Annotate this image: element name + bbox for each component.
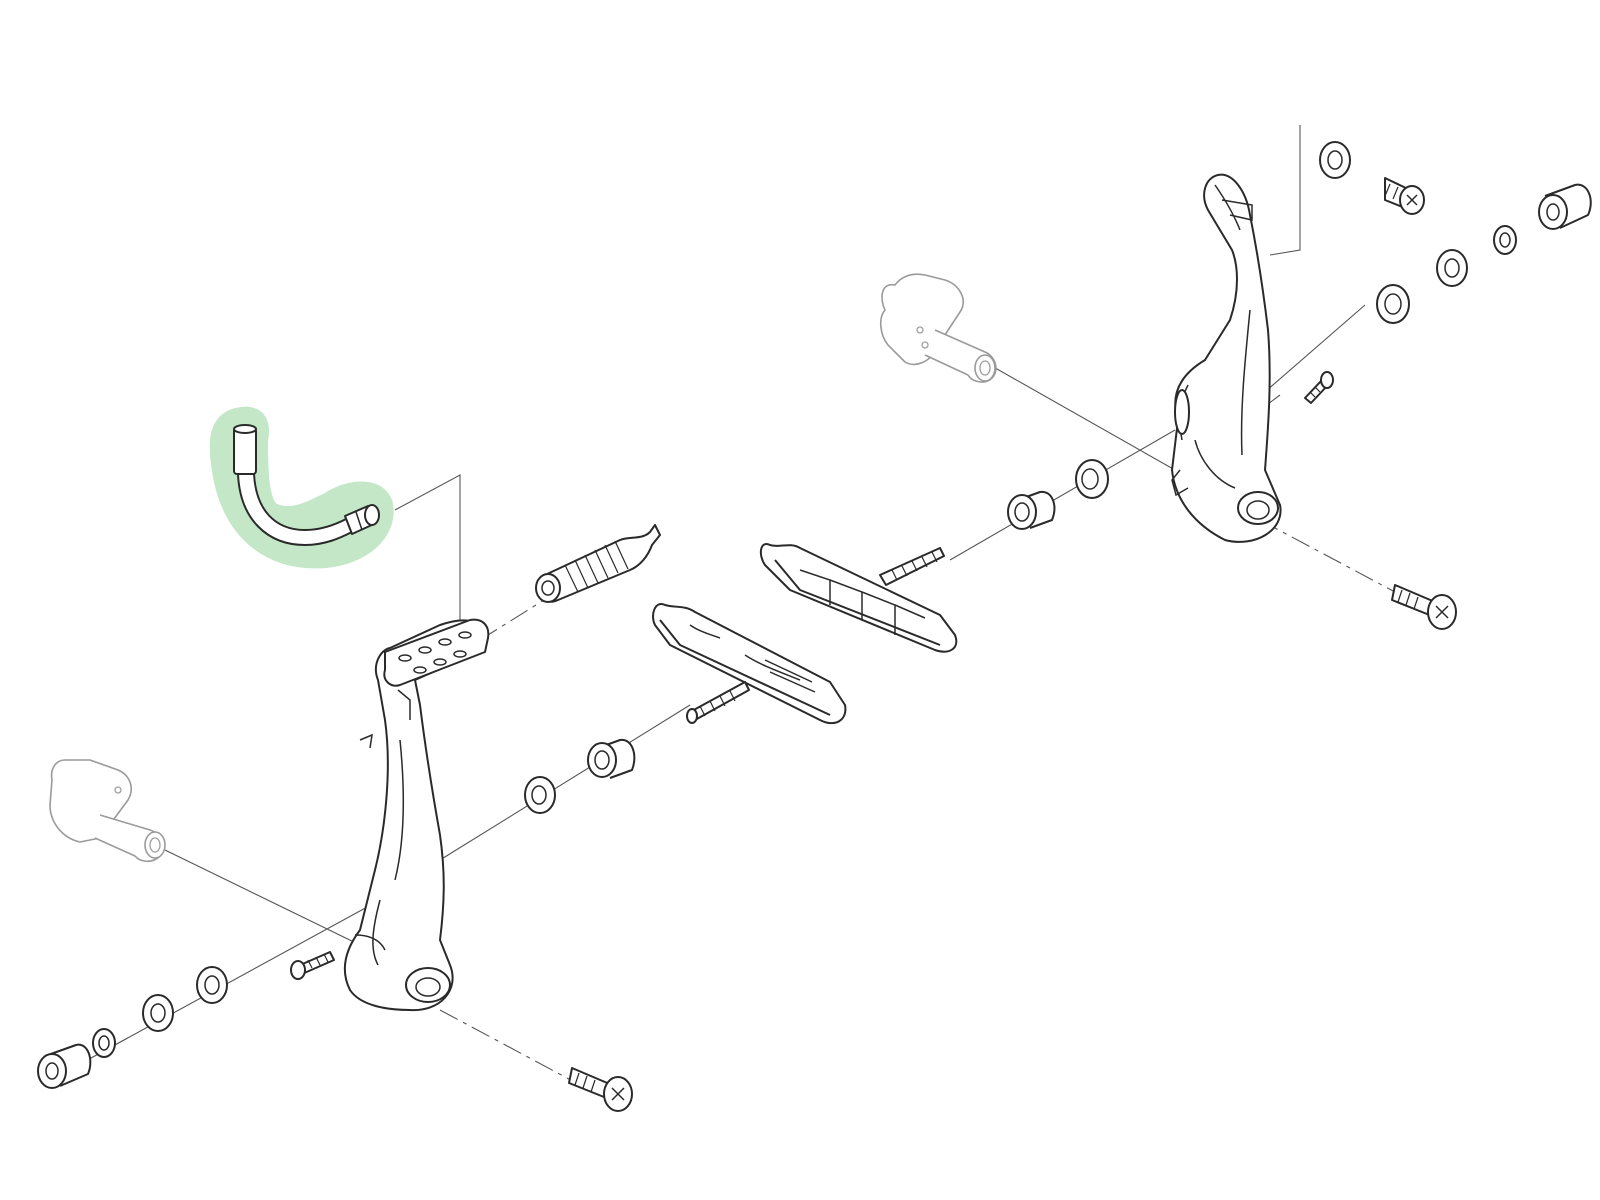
axis-right-shoe [949,429,1176,561]
right-frame-boss [879,273,997,383]
tension-screw-left [290,951,335,980]
washer-left-c [92,1028,116,1058]
mounting-bolts [568,177,1457,1112]
left-frame-boss [49,759,166,863]
axis-right-boss [989,364,1176,471]
axis-noodle [394,474,461,620]
cable-boot [535,524,661,603]
cable-noodle[interactable] [209,406,394,569]
rear-brake-shoe [759,543,958,653]
washer-left-a [196,966,228,1004]
spacer-left-1 [587,738,636,779]
spacers [524,459,1109,814]
assembly-axis-lines [59,125,1411,1086]
bolt-top-right [1384,177,1425,215]
axis-right-bolt [1259,519,1411,601]
spacer-right-2 [1075,459,1109,499]
bolt-right-bottom [1391,584,1457,630]
axis-left-boss [164,849,361,946]
spacer-right-1 [1007,490,1056,530]
washer-right-b [1436,249,1468,287]
cap-nut-right [1538,183,1592,230]
washer-left-b [142,994,174,1032]
front-brake-shoe [652,603,847,725]
washer-right-top [1319,141,1351,179]
right-brake-arm [1171,173,1282,543]
washer-right-a [1376,284,1410,324]
cap-nut-left [37,1043,92,1089]
axis-left-shoe [439,704,691,861]
shoe-nuts [37,183,1592,1089]
washer-right-c [1493,225,1517,255]
left-brake-arm [343,618,490,1012]
noodle-tip [233,427,257,475]
bolt-left-bottom [568,1067,633,1112]
washers [92,141,1517,1058]
axis-top-right [1269,125,1301,256]
tension-screw-right [1304,371,1334,404]
spacer-left-2 [524,776,556,814]
tension-screws [290,371,1334,980]
axis-left-bolt [439,1009,581,1086]
